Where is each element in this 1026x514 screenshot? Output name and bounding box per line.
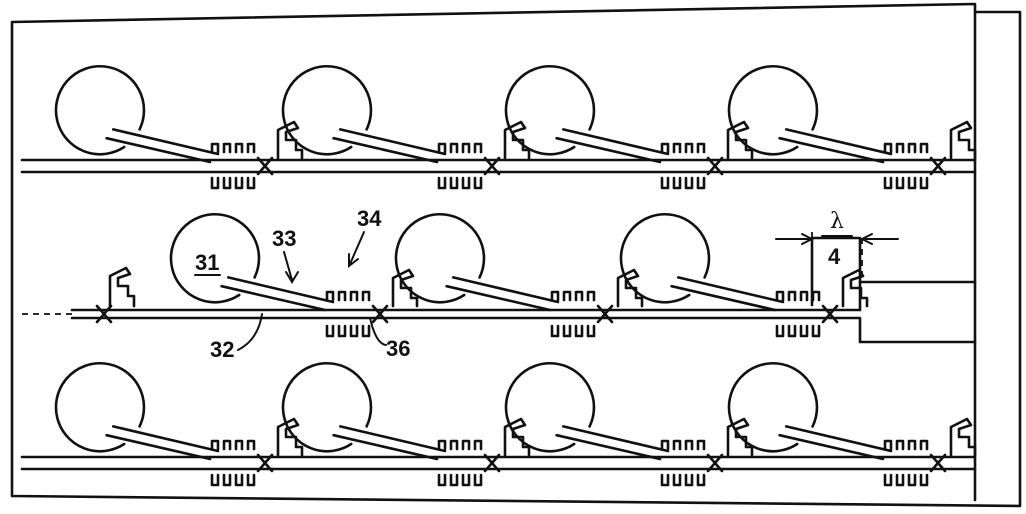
circular-patch — [54, 64, 146, 156]
circular-patch — [504, 361, 596, 453]
leading-cross-junction — [95, 304, 113, 324]
circular-patch — [54, 361, 146, 453]
stub-filter — [325, 290, 371, 338]
hook-termination — [949, 120, 977, 160]
circular-patch — [281, 64, 373, 156]
lambda-symbol: λ — [830, 209, 844, 234]
stub-filter — [660, 439, 706, 487]
board-outline — [10, 2, 1022, 508]
top-row-feed-line — [20, 158, 977, 174]
diagonal-feed-arm — [105, 425, 220, 461]
label-36-leader — [369, 317, 387, 346]
label-34: 34 — [357, 206, 382, 231]
stub-filter — [210, 142, 256, 190]
diagonal-feed-arm — [105, 128, 220, 164]
stub-filter — [775, 290, 821, 338]
label-32-leader — [237, 313, 263, 351]
diagonal-feed-arm — [555, 128, 670, 164]
cross-junction — [821, 304, 839, 324]
radiator-element — [281, 64, 531, 190]
diagonal-feed-arm — [778, 128, 893, 164]
circular-patch — [169, 212, 261, 304]
diagonal-feed-arm — [332, 128, 447, 164]
cross-junction — [929, 156, 947, 176]
label-32: 32 — [210, 337, 234, 362]
label-36: 36 — [386, 336, 410, 361]
stub-filter — [437, 439, 483, 487]
circular-patch — [619, 212, 711, 304]
radiator-element — [169, 212, 419, 338]
circular-patch — [727, 64, 819, 156]
radiator-element — [727, 361, 977, 487]
radiator-element — [504, 64, 754, 190]
radiator-element — [281, 361, 531, 487]
label-31: 31 — [195, 250, 219, 275]
leading-hook-termination — [108, 266, 136, 308]
diagonal-feed-arm — [778, 425, 893, 461]
hook-termination — [949, 417, 977, 457]
diagonal-feed-arm — [332, 425, 447, 461]
radiator-elements — [54, 64, 977, 487]
middle-row-feed-line — [70, 280, 977, 344]
cross-junction — [483, 453, 501, 473]
cross-junction — [596, 304, 614, 324]
stub-filter — [210, 439, 256, 487]
cross-junction — [483, 156, 501, 176]
hook-termination — [276, 120, 304, 160]
hook-termination — [276, 417, 304, 457]
quarter-wave-step — [810, 236, 862, 307]
radiator-element — [504, 361, 754, 487]
circular-patch — [281, 361, 373, 453]
diagonal-feed-arm — [555, 425, 670, 461]
hook-termination — [841, 268, 869, 308]
quarter-wavelength-dimension: λ 4 — [775, 209, 899, 269]
stub-filter — [550, 290, 596, 338]
diagonal-feed-arm — [445, 276, 560, 312]
radiator-element — [619, 212, 869, 338]
radiator-element — [394, 212, 644, 338]
cross-junction — [929, 453, 947, 473]
circular-patch — [394, 212, 486, 304]
cross-junction — [371, 304, 389, 324]
stub-filter — [883, 439, 929, 487]
cross-junction — [256, 156, 274, 176]
stub-filter — [437, 142, 483, 190]
cross-junction — [256, 453, 274, 473]
hook-termination — [616, 268, 644, 308]
radiator-element — [54, 64, 304, 190]
radiator-element — [727, 64, 977, 190]
stub-filter — [660, 142, 706, 190]
label-34-arrow — [348, 231, 365, 269]
bottom-row-feed-line — [20, 455, 977, 471]
cross-junction — [706, 156, 724, 176]
radiator-element — [54, 361, 304, 487]
stub-filter — [883, 142, 929, 190]
cross-junction — [706, 453, 724, 473]
fraction-denominator: 4 — [828, 244, 841, 269]
diagonal-feed-arm — [220, 276, 335, 312]
diagonal-feed-arm — [670, 276, 785, 312]
label-33-arrow — [283, 251, 299, 284]
circular-patch — [727, 361, 819, 453]
hook-termination — [391, 268, 419, 308]
circular-patch — [504, 64, 596, 156]
label-33: 33 — [272, 226, 296, 251]
